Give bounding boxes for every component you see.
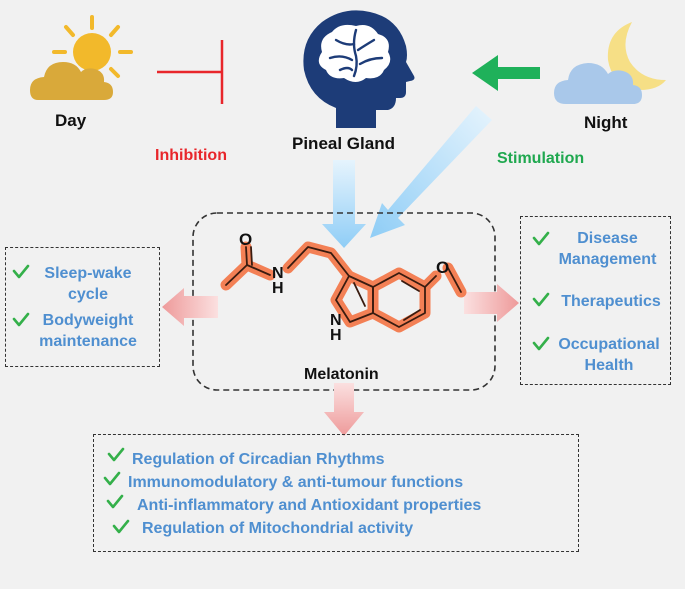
left-item-line: maintenance xyxy=(39,333,137,350)
night-weather-icon xyxy=(554,22,666,104)
melatonin-to-right-arrow xyxy=(464,284,519,322)
stimulation-arrow xyxy=(472,55,540,91)
bottom-item-immunomodulatory: Immunomodulatory & anti-tumour functions xyxy=(128,474,464,491)
check-icon xyxy=(106,494,124,509)
pineal-gland-label: Pineal Gland xyxy=(292,134,395,153)
right-applications-box xyxy=(520,216,671,385)
check-icon xyxy=(12,312,30,327)
check-icon xyxy=(532,231,550,246)
left-item-bodyweight: Bodyweight maintenance xyxy=(29,310,147,352)
pineal-head-icon xyxy=(303,10,415,129)
right-item-line: Disease xyxy=(577,230,638,247)
right-item-line: Health xyxy=(584,357,634,374)
check-icon xyxy=(532,292,550,307)
check-icons xyxy=(12,231,550,534)
bottom-item-anti-inflammatory: Anti-inflammatory and Antioxidant proper… xyxy=(137,497,482,514)
day-label: Day xyxy=(55,111,87,130)
check-icon xyxy=(107,447,125,462)
left-item-line: Sleep-wake xyxy=(44,265,132,282)
left-effects-box xyxy=(5,247,160,367)
pineal-to-melatonin-arrow xyxy=(322,160,366,248)
right-item-line: Occupational xyxy=(558,336,660,353)
left-item-line: cycle xyxy=(67,286,109,303)
night-to-melatonin-arrow xyxy=(370,106,492,238)
right-item-therapeutics: Therapeutics xyxy=(554,291,668,312)
check-icon xyxy=(112,519,130,534)
night-label: Night xyxy=(584,113,628,132)
atom-o-carbonyl: O xyxy=(239,230,253,249)
inhibition-symbol xyxy=(157,40,224,104)
day-weather-icon xyxy=(30,15,133,100)
bottom-item-circadian: Regulation of Circadian Rhythms xyxy=(132,451,385,468)
melatonin-to-bottom-arrow xyxy=(324,383,364,436)
check-icon xyxy=(103,471,121,486)
melatonin-label: Melatonin xyxy=(304,366,379,383)
atom-nh-amide: N H xyxy=(272,265,284,297)
left-item-sleep-wake: Sleep-wake cycle xyxy=(33,263,143,305)
melatonin-to-left-arrow xyxy=(162,288,218,326)
check-icon xyxy=(12,264,30,279)
right-item-disease-management: Disease Management xyxy=(550,228,665,270)
bottom-item-mitochondrial: Regulation of Mitochondrial activity xyxy=(142,520,414,537)
check-icon xyxy=(532,336,550,351)
atom-o-methoxy: O xyxy=(436,258,450,277)
inhibition-label: Inhibition xyxy=(155,147,227,164)
right-item-line: Therapeutics xyxy=(561,293,661,310)
right-item-line: Management xyxy=(558,251,657,268)
melatonin-structure xyxy=(220,241,467,333)
left-item-line: Bodyweight xyxy=(42,312,134,329)
bottom-functions-box xyxy=(93,434,579,552)
atom-nh-indole: N H xyxy=(330,312,342,344)
right-item-occupational-health: Occupational Health xyxy=(550,334,668,376)
stimulation-label: Stimulation xyxy=(497,150,585,167)
